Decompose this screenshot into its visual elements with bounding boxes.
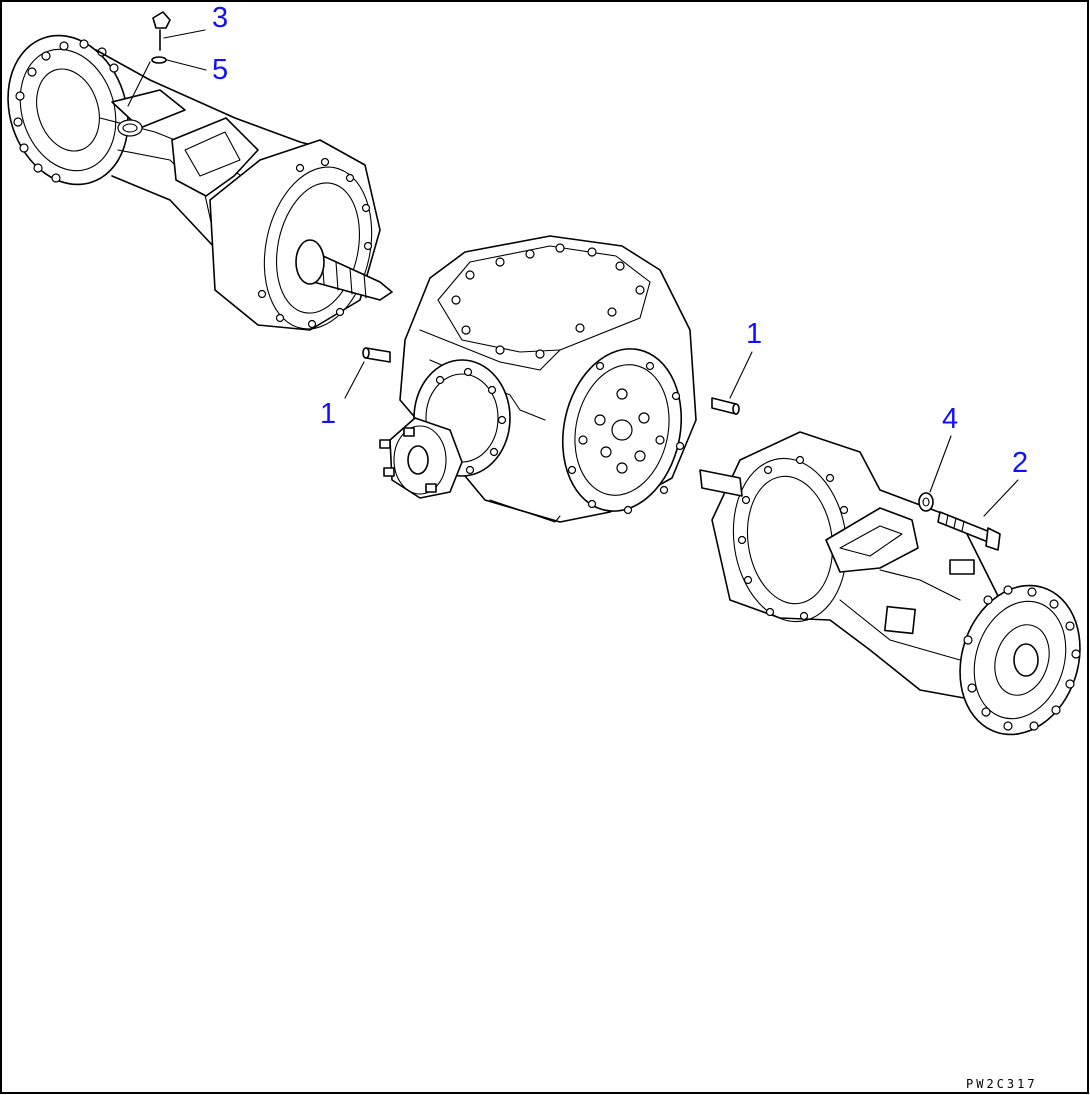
callout-1-right: 1 <box>746 318 762 350</box>
o-ring-part-5 <box>151 56 167 64</box>
bolt-part-2 <box>937 511 1001 551</box>
leader-line-5 <box>166 59 207 71</box>
leader-line-2 <box>983 479 1019 517</box>
callout-2: 2 <box>1012 447 1028 479</box>
dowel-pin-left <box>362 347 391 363</box>
leader-line-3 <box>929 435 952 493</box>
left-axle-housing <box>7 34 393 331</box>
dowel-pin-right <box>711 397 740 415</box>
right-axle-housing <box>699 431 1081 736</box>
assembly-line <box>127 61 151 107</box>
drawing-code: PW2C317 <box>966 1077 1038 1091</box>
leader-line-1-right <box>729 351 753 399</box>
callout-4: 3 <box>212 2 228 34</box>
callout-5: 5 <box>212 54 228 86</box>
differential-carrier <box>379 235 697 523</box>
leader-line-1-left <box>344 361 365 399</box>
leader-line-4 <box>163 29 206 39</box>
callout-3: 4 <box>942 403 958 435</box>
leader-lines <box>163 29 1019 517</box>
plug-part-4 <box>152 11 171 51</box>
callout-1-left: 1 <box>320 398 336 430</box>
washer-part-3 <box>918 492 934 512</box>
